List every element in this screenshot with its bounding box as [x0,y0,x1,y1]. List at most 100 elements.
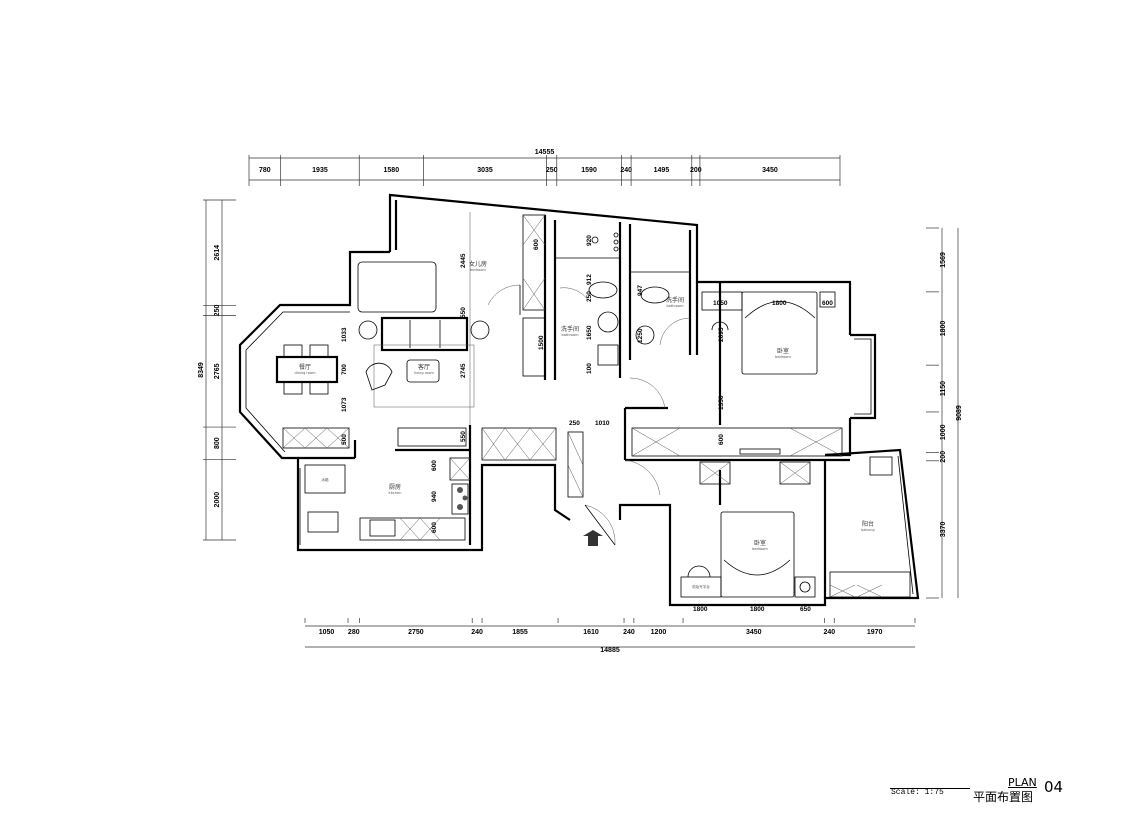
dimension-label: 200 [690,167,702,174]
svg-text:bedroom: bedroom [775,355,791,359]
sheet-number: 04 [1044,778,1064,796]
dimension-label: 240 [620,167,632,174]
side-table [358,320,378,340]
room-name: 厨房 [389,483,401,491]
scale-text: Scale: 1:75 [891,788,944,797]
dimension-label: 1855 [512,629,528,636]
wardrobe-column [522,214,546,377]
room-name: 餐厅 [299,363,311,371]
svg-text:dining room: dining room [295,371,317,375]
stove [451,483,469,515]
svg-text:1800: 1800 [772,300,787,307]
svg-text:600: 600 [533,239,540,250]
side-table [470,320,490,340]
dimension-label: 240 [623,629,635,636]
room-name: 女儿房 [469,260,487,268]
svg-text:940: 940 [431,491,438,502]
dimension-label: 1935 [312,167,328,174]
svg-text:1010: 1010 [595,420,610,427]
dimension-label: 780 [259,167,271,174]
dimension-label: 2750 [408,629,424,636]
dimension-label: 250 [214,305,221,317]
dimension-total: 14555 [535,149,555,156]
doors [487,284,691,546]
room-labels: 女儿房 bedroom 客厅 living room 餐厅 dining roo… [295,260,875,589]
dimension-label: 1200 [651,629,667,636]
svg-text:1500: 1500 [538,335,545,350]
svg-text:100: 100 [586,363,593,374]
svg-text:600: 600 [822,300,833,307]
rug [373,344,475,408]
entrance-arrow-icon [583,530,603,546]
svg-text:1250: 1250 [637,328,644,343]
dimension-label: 1970 [867,629,883,636]
svg-text:912: 912 [586,274,593,285]
bedroom2-furniture [680,461,816,598]
dimension-label: 1495 [654,167,670,174]
svg-text:1800: 1800 [693,606,708,613]
svg-text:600: 600 [431,460,438,471]
room-name: 阳台 [862,520,874,528]
room-name: 洗手间 [561,325,579,333]
dimension-label: 3370 [940,522,947,538]
svg-text:1050: 1050 [713,300,728,307]
furniture [275,214,911,598]
svg-text:947: 947 [637,285,644,296]
svg-text:650: 650 [800,606,811,613]
svg-text:2745: 2745 [460,363,467,378]
fixture-label: 冰箱 [322,477,330,482]
dimension-label: 2614 [214,245,221,261]
sink [307,511,339,533]
dimension-label: 240 [824,629,836,636]
dining-table [275,355,339,384]
plan-label: PLAN [1008,776,1037,789]
dimension-label: 3450 [746,629,762,636]
sofa [380,316,469,352]
svg-text:1650: 1650 [586,325,593,340]
dimension-label: 1150 [940,381,947,396]
svg-text:balcony: balcony [861,528,875,532]
dimension-label: 1569 [940,252,947,268]
svg-text:600: 600 [718,434,725,445]
dimension-label: 1610 [583,629,599,636]
svg-text:600: 600 [431,522,438,533]
armchair [365,362,393,391]
svg-text:550: 550 [460,307,467,318]
fixture-label: 梳妆写字台 [692,584,710,589]
svg-text:kitchen: kitchen [389,491,402,495]
svg-text:bathroom: bathroom [666,304,684,308]
svg-text:bathroom: bathroom [561,333,579,337]
svg-text:living room: living room [414,371,434,375]
balcony-fixtures [829,456,911,598]
svg-text:700: 700 [341,364,348,375]
dimension-label: 280 [348,629,360,636]
svg-text:1073: 1073 [341,397,348,412]
dimension-label: 2765 [214,363,221,379]
room-name: 卧室 [754,539,766,547]
plan-title-cn: 平面布置图 [973,790,1034,804]
dimension-label: 3450 [762,167,778,174]
dimension-total: 9089 [956,405,963,421]
dimension-label: 2000 [214,492,221,508]
dimension-label: 240 [471,629,483,636]
cabinet [282,427,350,449]
svg-text:2445: 2445 [460,253,467,268]
bed-daughter [357,261,437,313]
dimension-label: 1000 [940,424,947,440]
svg-text:550: 550 [460,431,467,442]
room-name: 客厅 [418,363,430,371]
hall-cabinets [397,427,584,498]
inner-dimensions: 2445 550 2745 1033 700 1073 500 550 600 … [341,235,833,613]
dimension-label: 3035 [477,167,493,174]
dimension-label: 200 [940,451,947,463]
svg-text:250: 250 [586,291,593,302]
coffee-table [406,359,440,383]
dimension-label: 250 [546,167,558,174]
dimension-label: 1800 [940,321,947,337]
dimension-label: 800 [214,437,221,449]
dimension-label: 1590 [581,167,597,174]
svg-text:bedroom: bedroom [752,547,768,551]
dimension-label: 1580 [384,167,400,174]
svg-text:1800: 1800 [750,606,765,613]
